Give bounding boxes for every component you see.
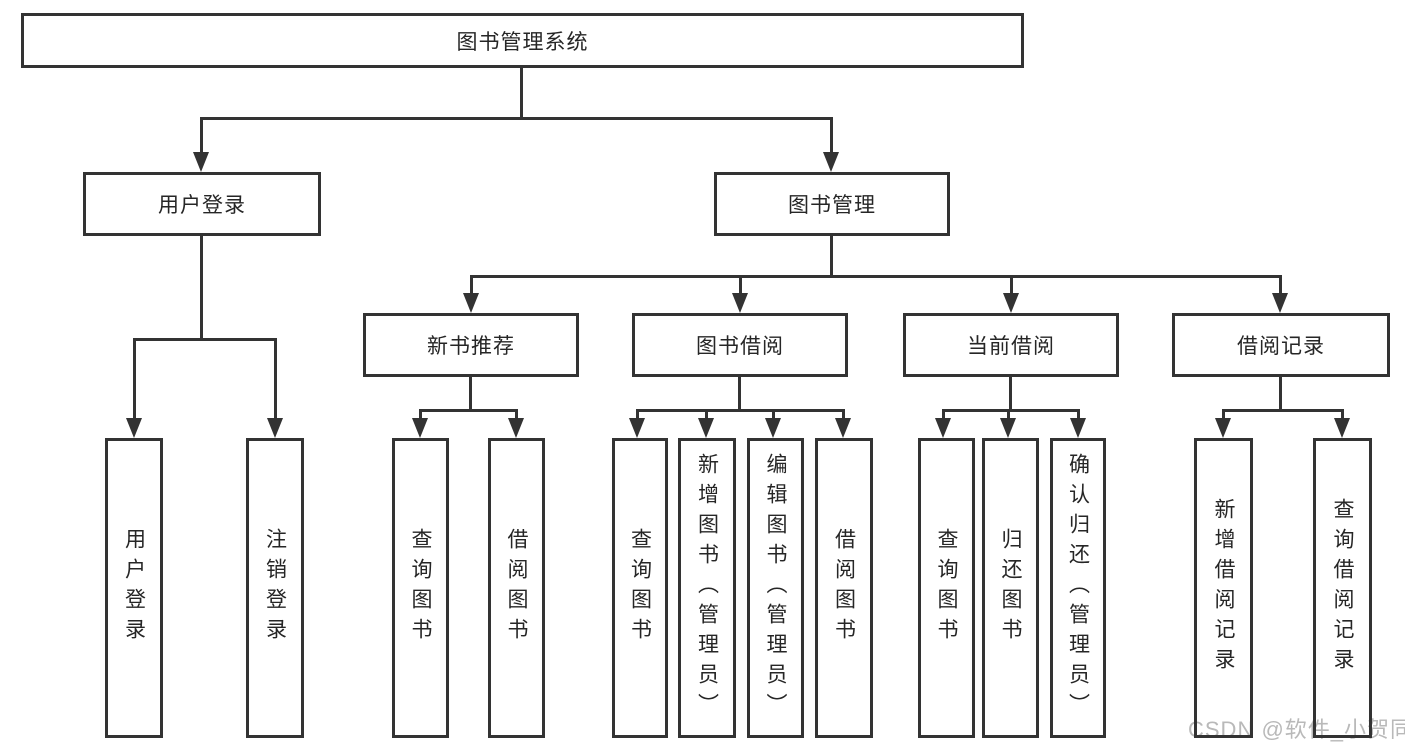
leaf-bb-borrow-book-label: 借阅图书 (832, 528, 856, 648)
connector-stub-nbr-borrow (515, 409, 518, 419)
arrowhead-bb-borrow-icon (835, 418, 851, 438)
leaf-cb-query-book: 查询图书 (918, 438, 975, 738)
connector-stub-cb-return (1007, 409, 1010, 419)
connector-br-hbar (1222, 409, 1343, 412)
connector-stub-leaf-logout (274, 338, 277, 418)
node-user-login-label: 用户登录 (158, 194, 246, 217)
arrowhead-bb-edit-icon (765, 418, 781, 438)
leaf-br-query-record-label: 查询借阅记录 (1331, 498, 1354, 678)
leaf-cb-return-book-label: 归还图书 (999, 528, 1022, 648)
arrowhead-nbr-query-icon (412, 418, 428, 438)
leaf-logout-label: 注销登录 (263, 528, 287, 648)
connector-stub-borrow-records (1279, 275, 1282, 295)
node-new-book-rec-label: 新书推荐 (427, 335, 515, 358)
watermark: CSDN @软件_小贺同学 (1188, 717, 1405, 742)
connector-bb-trunk (738, 377, 741, 412)
arrowhead-cb-return-icon (1000, 418, 1016, 438)
arrowhead-leaf-logout-icon (267, 418, 283, 438)
leaf-cb-confirm-return-label: 确认归还（管理员） (1066, 453, 1090, 723)
connector-user-login-trunk (200, 236, 203, 341)
leaf-logout: 注销登录 (246, 438, 304, 738)
connector-root-hbar (200, 117, 833, 120)
arrowhead-br-query-icon (1334, 418, 1350, 438)
connector-stub-br-query (1341, 409, 1344, 419)
arrowhead-bb-query-icon (629, 418, 645, 438)
leaf-user-login-label: 用户登录 (122, 528, 146, 648)
connector-book-mgmt-hbar (470, 275, 1282, 278)
leaf-bb-edit-book: 编辑图书（管理员） (747, 438, 804, 738)
connector-stub-bb-edit (772, 409, 775, 419)
arrowhead-book-borrow-icon (732, 293, 748, 313)
leaf-bb-borrow-book: 借阅图书 (815, 438, 873, 738)
connector-stub-bb-borrow (842, 409, 845, 419)
node-borrow-records-label: 借阅记录 (1237, 335, 1325, 358)
leaf-nbr-borrow-book-label: 借阅图书 (505, 528, 528, 648)
node-user-login: 用户登录 (83, 172, 321, 236)
leaf-br-add-record: 新增借阅记录 (1194, 438, 1253, 738)
node-root-label: 图书管理系统 (456, 30, 589, 54)
arrowhead-cb-query-icon (935, 418, 951, 438)
arrowhead-current-borrow-icon (1003, 293, 1019, 313)
connector-stub-bb-query (636, 409, 639, 419)
node-book-mgmt-label: 图书管理 (788, 194, 876, 217)
connector-nbr-trunk (469, 377, 472, 412)
node-current-borrow-label: 当前借阅 (967, 335, 1055, 358)
connector-stub-cb-query (942, 409, 945, 419)
leaf-cb-return-book: 归还图书 (982, 438, 1039, 738)
connector-br-trunk (1279, 377, 1282, 412)
arrowhead-borrow-records-icon (1272, 293, 1288, 313)
connector-stub-book-mgmt (830, 117, 833, 157)
leaf-bb-edit-book-label: 编辑图书（管理员） (764, 453, 787, 723)
connector-cb-trunk (1009, 377, 1012, 412)
leaf-user-login: 用户登录 (105, 438, 163, 738)
arrowhead-nbr-borrow-icon (508, 418, 524, 438)
node-book-mgmt: 图书管理 (714, 172, 950, 236)
leaf-bb-query-book-label: 查询图书 (628, 528, 652, 648)
leaf-nbr-query-book-label: 查询图书 (409, 528, 432, 648)
arrowhead-leaf-user-login-icon (126, 418, 142, 438)
leaf-cb-query-book-label: 查询图书 (935, 528, 958, 648)
leaf-bb-add-book: 新增图书（管理员） (678, 438, 736, 738)
connector-stub-cb-confirm (1077, 409, 1080, 419)
arrowhead-cb-confirm-icon (1070, 418, 1086, 438)
node-book-borrow: 图书借阅 (632, 313, 848, 377)
leaf-cb-confirm-return: 确认归还（管理员） (1050, 438, 1106, 738)
connector-user-login-hbar (133, 338, 277, 341)
node-book-borrow-label: 图书借阅 (696, 335, 784, 358)
leaf-br-query-record: 查询借阅记录 (1313, 438, 1372, 738)
leaf-bb-add-book-label: 新增图书（管理员） (695, 453, 719, 723)
arrowhead-user-login-icon (193, 152, 209, 172)
connector-cb-hbar (942, 409, 1080, 412)
leaf-br-add-record-label: 新增借阅记录 (1212, 498, 1235, 678)
connector-stub-book-borrow (739, 275, 742, 295)
connector-stub-new-book-rec (470, 275, 473, 295)
connector-stub-user-login (200, 117, 203, 157)
arrowhead-bb-add-icon (698, 418, 714, 438)
connector-nbr-hbar (419, 409, 518, 412)
connector-book-mgmt-trunk (830, 236, 833, 278)
arrowhead-new-book-rec-icon (463, 293, 479, 313)
leaf-bb-query-book: 查询图书 (612, 438, 668, 738)
arrowhead-br-add-icon (1215, 418, 1231, 438)
leaf-nbr-borrow-book: 借阅图书 (488, 438, 545, 738)
arrowhead-book-mgmt-icon (823, 152, 839, 172)
node-new-book-rec: 新书推荐 (363, 313, 579, 377)
connector-stub-br-add (1222, 409, 1225, 419)
connector-stub-bb-add (705, 409, 708, 419)
node-root: 图书管理系统 (21, 13, 1024, 68)
connector-stub-current-borrow (1010, 275, 1013, 295)
node-current-borrow: 当前借阅 (903, 313, 1119, 377)
connector-root-trunk (520, 68, 523, 119)
connector-bb-hbar (636, 409, 845, 412)
connector-stub-leaf-user-login (133, 338, 136, 418)
connector-stub-nbr-query (419, 409, 422, 419)
node-borrow-records: 借阅记录 (1172, 313, 1390, 377)
leaf-nbr-query-book: 查询图书 (392, 438, 449, 738)
